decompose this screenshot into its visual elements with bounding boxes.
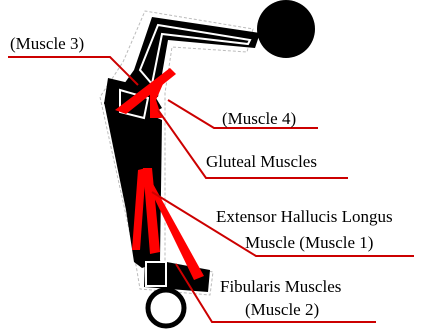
foot-ring-shape xyxy=(148,290,184,326)
fibularis-label-line2: (Muscle 2) xyxy=(245,300,319,319)
fibularis-label-line1: Fibularis Muscles xyxy=(220,277,341,296)
extensor-label-line1: Extensor Hallucis Longus xyxy=(216,207,393,226)
muscle-4-label: (Muscle 4) xyxy=(222,109,296,128)
gluteal-label: Gluteal Muscles xyxy=(206,152,317,171)
head-shape xyxy=(257,0,315,58)
muscle-3-label: (Muscle 3) xyxy=(10,34,84,53)
leader-lines xyxy=(8,57,414,322)
extensor-label-line2: Muscle (Muscle 1) xyxy=(245,233,373,252)
